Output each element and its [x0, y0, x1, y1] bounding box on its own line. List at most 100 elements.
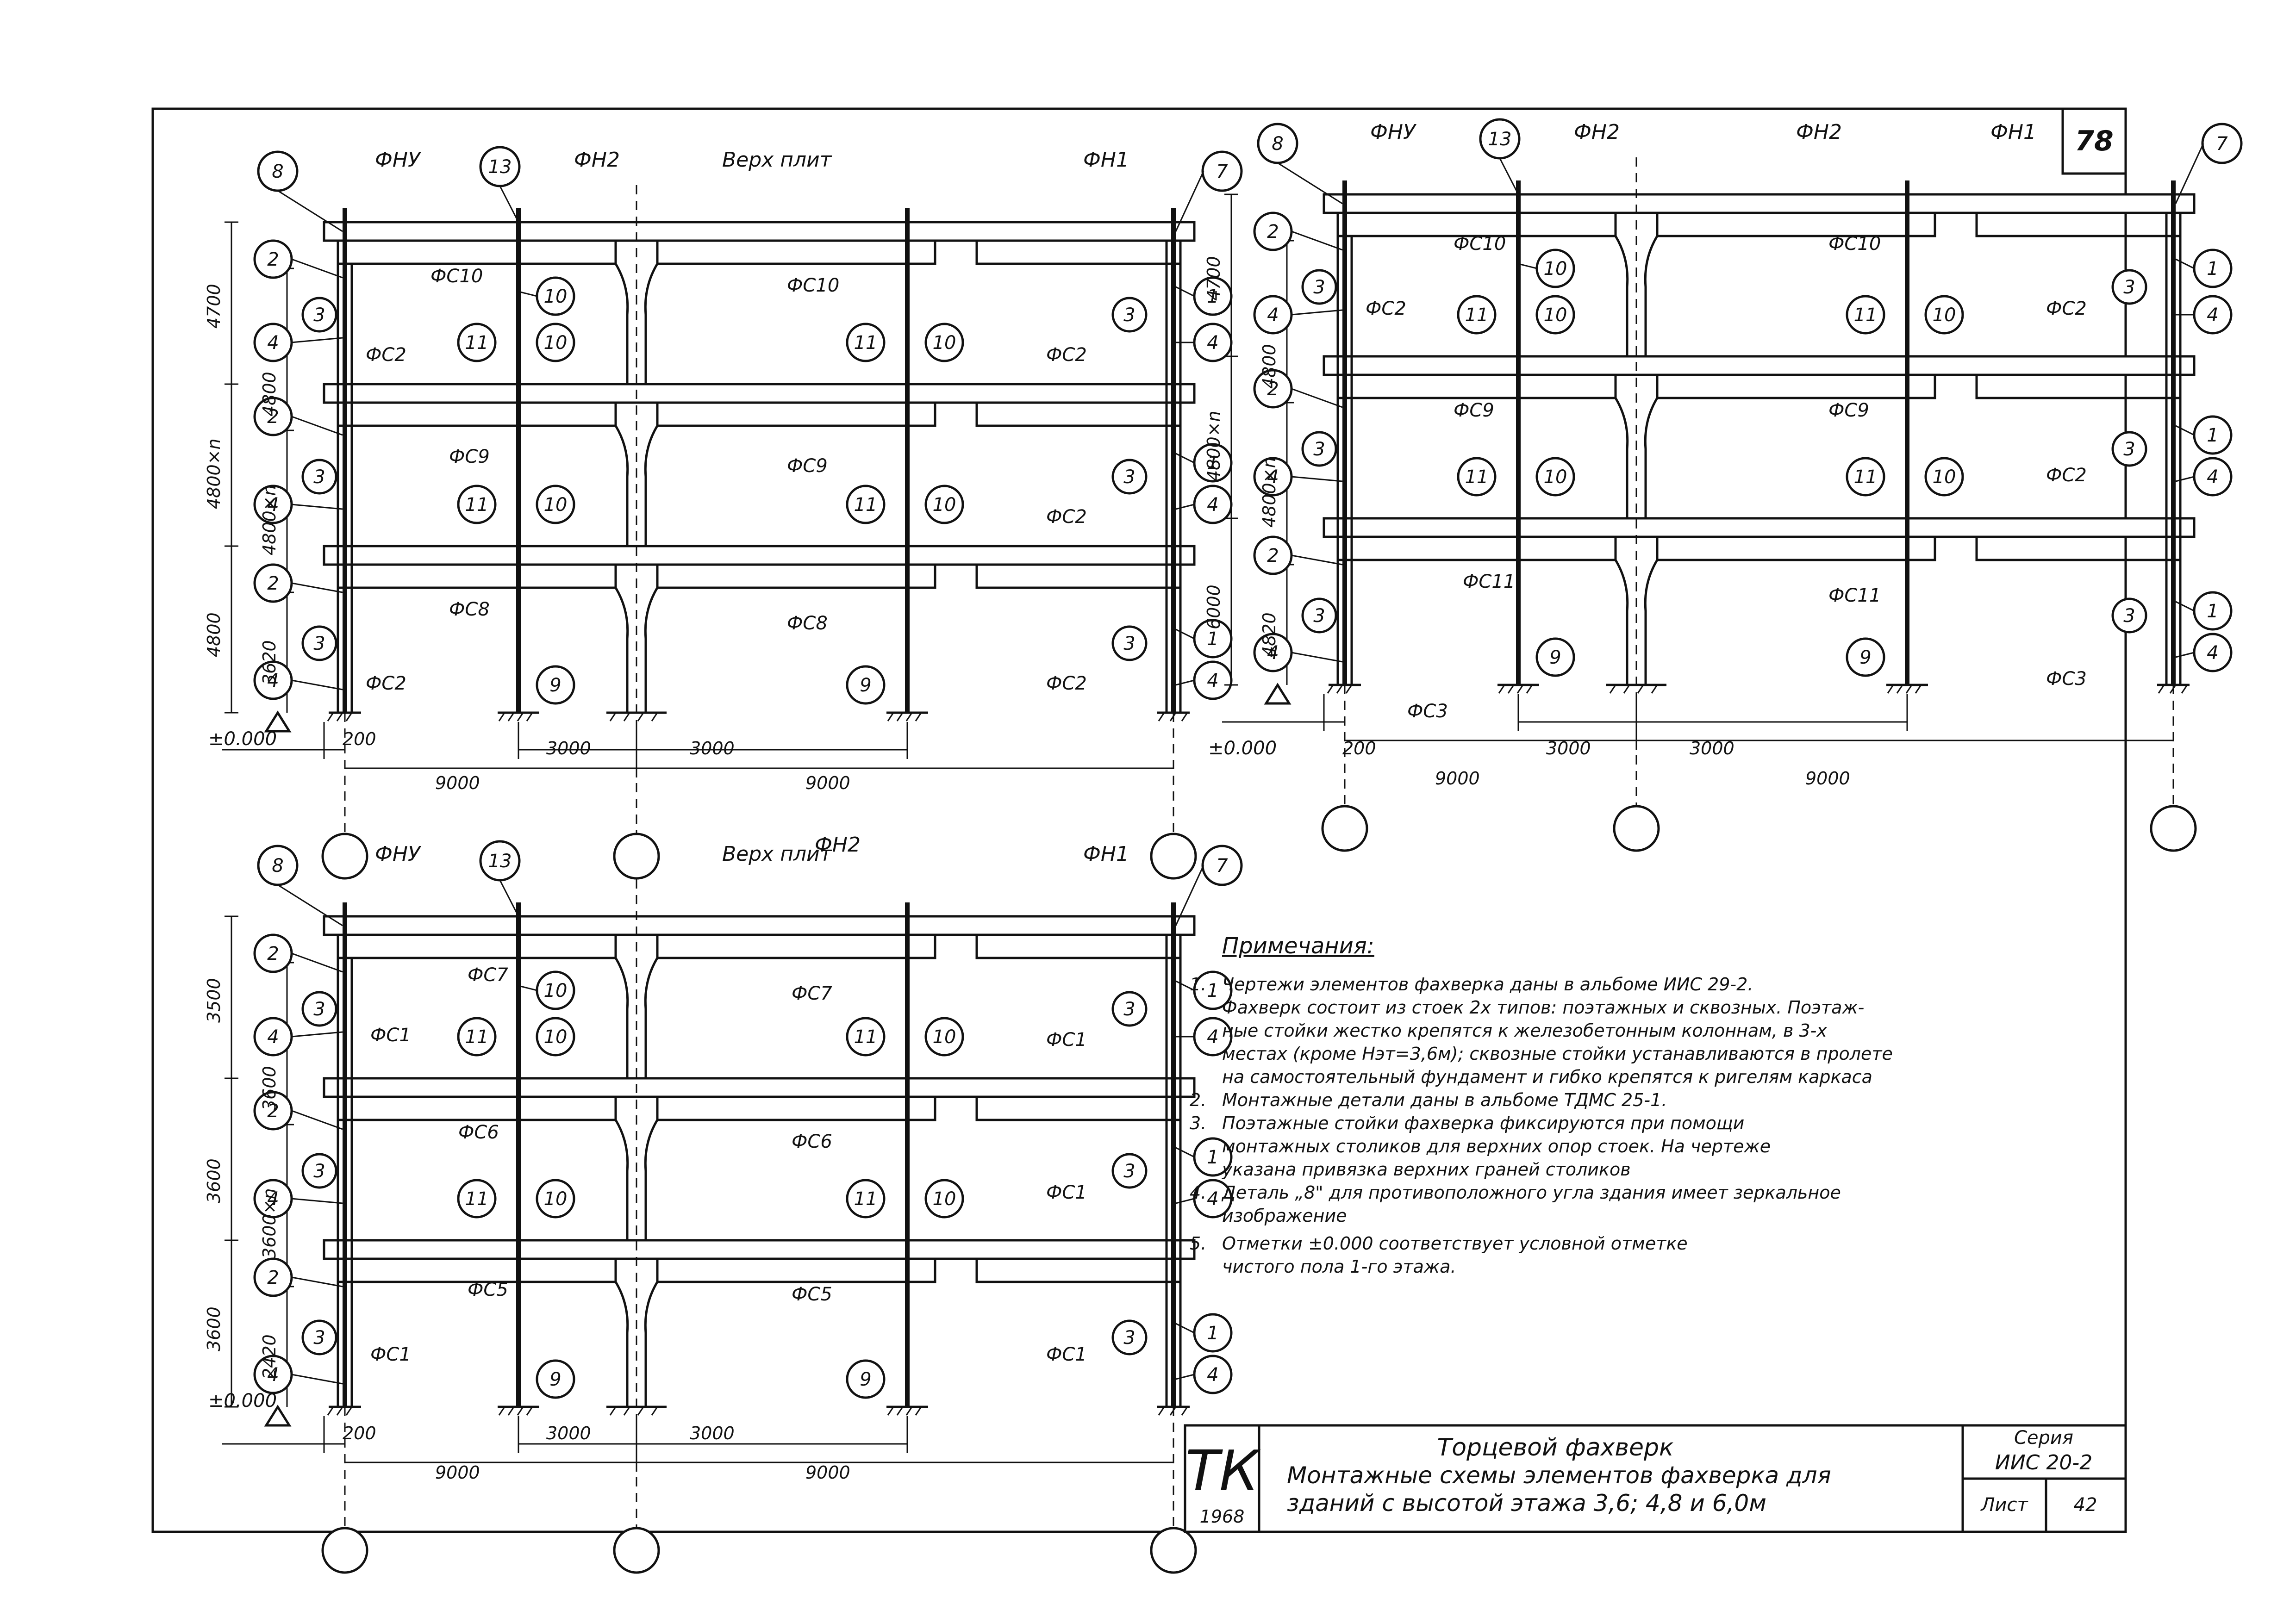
- callout-4b: 4: [267, 1188, 279, 1210]
- callout-9b: 9: [860, 675, 871, 696]
- dim-left-4: 4800×n: [259, 485, 280, 555]
- title-block: ТК 1968 Торцевой фахверк Монтажные схемы…: [1184, 1424, 2127, 1533]
- callout-10b: 10: [544, 332, 568, 354]
- post-fs-mid-3: ФС8: [449, 599, 490, 620]
- callout-10d: 10: [1933, 305, 1956, 326]
- callout-3: 3: [313, 305, 325, 326]
- callout-2c: 2: [1267, 545, 1279, 566]
- dim-left-6: 3620: [259, 640, 280, 685]
- post-fs-right-2: ФС2: [1046, 506, 1087, 528]
- post-fs-mid-3: ФС5: [468, 1279, 508, 1300]
- callout-10e: 10: [933, 494, 956, 516]
- callout-10d: 10: [933, 1026, 956, 1048]
- callout-11c: 11: [854, 332, 878, 354]
- callout-1c: 1: [1207, 628, 1218, 650]
- title-block-subtitle-2: зданий с высотой этажа 3,6; 4,8 и 6,0м: [1287, 1490, 1766, 1517]
- callout-3c: 3: [1313, 605, 1325, 627]
- callout-10c: 10: [544, 1188, 568, 1210]
- callout-10d: 10: [933, 332, 956, 354]
- sheet-number-box: [2061, 107, 2127, 175]
- callout-2: 2: [267, 249, 279, 270]
- post-fs-left-1: ФС1: [370, 1025, 411, 1046]
- sheet-label: Лист: [1980, 1494, 2028, 1516]
- dim-3000-right: 3000: [1690, 738, 1734, 759]
- note-3-line-2: монтажных столиков для верхних опор стое…: [1222, 1136, 1771, 1157]
- post-fs-mid-1: ФС7: [468, 964, 508, 986]
- post-fs-right-3: ФС3: [2046, 668, 2087, 690]
- callout-2b: 2: [1267, 379, 1279, 400]
- note-5-line-1: Отметки ±0.000 соответствует условной от…: [1222, 1233, 1688, 1254]
- zero-mark: ±0.000: [208, 728, 277, 750]
- callout-11c: 11: [1854, 305, 1878, 326]
- sheet-number: 78: [2075, 125, 2114, 157]
- callout-13a: 13: [1488, 129, 1512, 150]
- callout-10: 10: [1544, 258, 1567, 280]
- title-block-title: Торцевой фахверк: [1437, 1434, 1674, 1461]
- post-fs-right-1: ФС2: [2046, 298, 2087, 319]
- note-1-line-3: ные стойки жестко крепятся к железобетон…: [1222, 1020, 1827, 1041]
- callout-4f: 4: [1207, 670, 1218, 691]
- callout-3f: 3: [1123, 1327, 1135, 1349]
- callout-2: 2: [1267, 221, 1279, 243]
- callout-4f: 4: [1207, 1364, 1218, 1386]
- callout-4b: 4: [1267, 466, 1279, 488]
- callout-1c: 1: [1207, 1323, 1218, 1344]
- post-label-fnu: ФНУ: [375, 842, 422, 866]
- post-fs-mid-2: ФС9: [1454, 400, 1494, 421]
- callout-3d: 3: [2123, 277, 2135, 298]
- callout-11d: 11: [1854, 466, 1878, 488]
- callout-3: 3: [1313, 277, 1325, 298]
- callout-3c: 3: [313, 633, 325, 654]
- callout-13: 13: [488, 156, 512, 178]
- dim-left-4: 4800×n: [1259, 457, 1279, 528]
- dim-left-3: 4800×n: [204, 438, 224, 509]
- callout-4f: 4: [2207, 642, 2218, 664]
- post-label-fn1: ФН1: [1990, 120, 2036, 144]
- post-label-fn2: ФН2: [815, 833, 861, 857]
- callout-9: 9: [1549, 647, 1561, 668]
- callout-4: 4: [267, 1026, 279, 1048]
- post-fs-left-1: ФС2: [1366, 298, 1406, 319]
- dim-left-4: 3600×n: [259, 1188, 280, 1259]
- note-3-num: 3.: [1190, 1113, 1206, 1133]
- series-label: Серия: [2014, 1427, 2073, 1449]
- callout-10b: 10: [1544, 305, 1567, 326]
- callout-7: 7: [2216, 133, 2228, 155]
- post-fs-mid2-3: ФС5: [792, 1284, 832, 1305]
- callout-8: 8: [272, 161, 283, 182]
- callout-1b: 1: [1207, 453, 1218, 474]
- note-2-num: 2.: [1190, 1090, 1206, 1110]
- sheet-border: [151, 107, 2127, 1533]
- callout-3f: 3: [2123, 605, 2135, 627]
- post-label-fn1: ФН1: [1083, 148, 1129, 172]
- callout-11: 11: [465, 332, 489, 354]
- callout-1b: 1: [1207, 1147, 1218, 1168]
- dim-left-1: 4700: [204, 284, 224, 329]
- dim-9000-left: 9000: [1435, 768, 1480, 789]
- post-fs-mid2-3: ФС11: [1828, 585, 1881, 606]
- callout-7: 7: [1216, 855, 1228, 877]
- post-fs-right-1: ФС2: [1046, 344, 1087, 366]
- callout-10c: 10: [1544, 466, 1567, 488]
- post-fs-mid-2: ФС6: [458, 1122, 499, 1143]
- dim-left-5: 3600: [204, 1306, 224, 1351]
- callout-1b: 1: [2207, 425, 2218, 446]
- callout-3e: 3: [1123, 1161, 1135, 1182]
- callout-3f: 3: [1123, 633, 1135, 654]
- dim-200: 200: [343, 1423, 376, 1443]
- callout-1: 1: [1207, 980, 1218, 1001]
- note-1-line-1: Чертежи элементов фахверка даны в альбом…: [1222, 974, 1753, 995]
- callout-3d: 3: [1123, 999, 1135, 1020]
- callout-3e: 3: [2123, 439, 2135, 460]
- dim-9000-right: 9000: [805, 773, 850, 793]
- dim-200: 200: [343, 729, 376, 749]
- callout-8: 8: [272, 855, 283, 877]
- post-fs-mid2-1: ФС10: [1828, 233, 1881, 255]
- post-fs-mid2-2: ФС6: [792, 1131, 832, 1152]
- callout-1c: 1: [2207, 601, 2218, 622]
- callout-4: 4: [267, 332, 279, 354]
- dim-left-3: 3600: [204, 1158, 224, 1203]
- top-plates-label: Верх плит: [722, 842, 832, 866]
- callout-4d: 4: [1207, 1026, 1218, 1048]
- dim-3000-left: 3000: [546, 738, 591, 759]
